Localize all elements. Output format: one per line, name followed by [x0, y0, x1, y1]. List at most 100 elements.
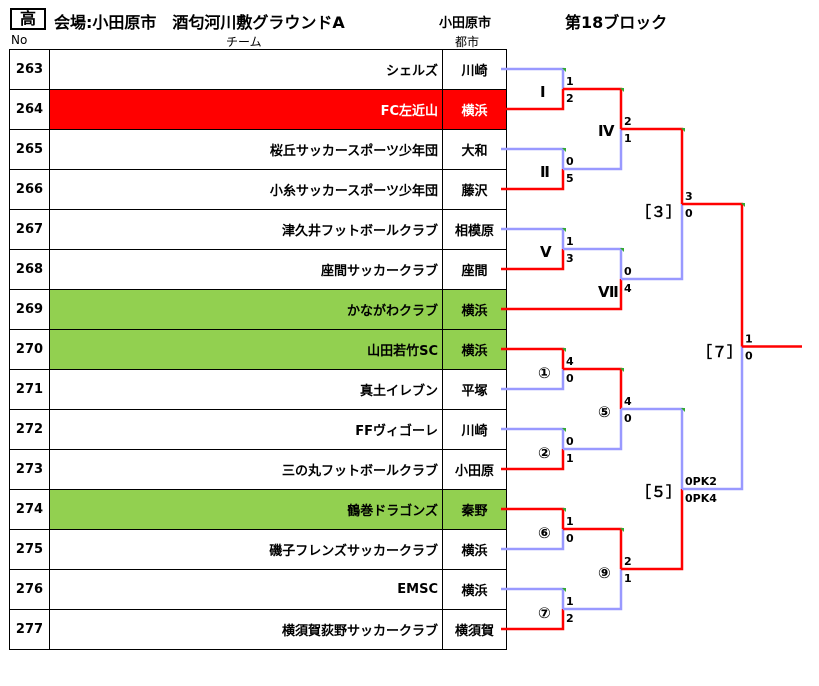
team-number: 276 — [9, 569, 50, 610]
corner-mark — [741, 203, 745, 207]
score-bottom: 0 — [745, 350, 753, 363]
score-top: 0PK2 — [685, 475, 717, 488]
bracket-line-bottom — [501, 169, 565, 191]
score-top: 1 — [566, 595, 574, 608]
bracket-line-top — [501, 587, 565, 609]
match-label: Ⅰ — [540, 83, 546, 101]
corner-mark — [562, 428, 566, 432]
team-name: かながわクラブ — [49, 289, 443, 330]
bracket-line-bottom — [501, 89, 565, 111]
corner-mark — [620, 88, 624, 92]
team-name: 真土イレブン — [49, 369, 443, 410]
score-bottom: 2 — [566, 92, 574, 105]
team-name: 桜丘サッカースポーツ少年団 — [49, 129, 443, 170]
team-city: 横浜 — [442, 569, 507, 610]
team-city: 横浜 — [442, 529, 507, 570]
score-bottom: 2 — [566, 612, 574, 625]
bracket-line-top — [682, 202, 744, 347]
score-top: 4 — [566, 355, 574, 368]
bracket-line-bottom — [501, 249, 565, 271]
team-name: シェルズ — [49, 49, 443, 90]
corner-mark — [620, 368, 624, 372]
corner-mark — [562, 148, 566, 152]
team-name: 横須賀荻野サッカークラブ — [49, 609, 443, 650]
match-label: Ⅳ — [598, 122, 615, 140]
score-bottom: 5 — [566, 172, 574, 185]
score-top: 1 — [566, 75, 574, 88]
score-bottom: 4 — [624, 282, 632, 295]
match-label: ⑥ — [538, 524, 551, 542]
match-label: Ⅶ — [598, 283, 619, 301]
bracket-line-bottom — [682, 346, 744, 491]
corner-mark — [681, 128, 685, 132]
bracket-line-bottom — [501, 449, 565, 471]
score-top: 1 — [745, 333, 753, 346]
team-city: 座間 — [442, 249, 507, 290]
match-label: Ⅴ — [540, 243, 552, 261]
corner-mark — [620, 528, 624, 532]
bracket-line-top — [501, 67, 565, 89]
score-top: 0 — [566, 435, 574, 448]
team-city: 大和 — [442, 129, 507, 170]
score-bottom: 1 — [624, 572, 632, 585]
score-top: 0 — [624, 265, 632, 278]
score-bottom: 0PK4 — [685, 492, 717, 505]
match-label: ⑤ — [598, 403, 611, 421]
team-name: 鶴巻ドラゴンズ — [49, 489, 443, 530]
team-city: 川崎 — [442, 49, 507, 90]
score-top: 3 — [685, 190, 693, 203]
team-city: 横須賀 — [442, 609, 507, 650]
score-bottom: 0 — [566, 532, 574, 545]
bracket-line-bottom — [563, 129, 623, 171]
team-name: 山田若竹SC — [49, 329, 443, 370]
match-label: ［７］ — [697, 343, 742, 361]
match-label: ② — [538, 444, 551, 462]
team-number: 274 — [9, 489, 50, 530]
match-label: ⑨ — [598, 564, 611, 582]
bracket-line-bottom — [501, 609, 565, 631]
score-top: 2 — [624, 555, 632, 568]
bracket-line-bottom — [501, 529, 565, 551]
score-top: 1 — [566, 235, 574, 248]
bracket-line-top — [501, 227, 565, 249]
score-top: 4 — [624, 395, 632, 408]
bracket-line-bottom — [621, 489, 684, 571]
team-number: 273 — [9, 449, 50, 490]
team-number: 272 — [9, 409, 50, 450]
team-number: 265 — [9, 129, 50, 170]
corner-mark — [562, 588, 566, 592]
team-number: 266 — [9, 169, 50, 210]
corner-mark — [681, 408, 685, 412]
match-label: ⑦ — [538, 604, 551, 622]
match-label: ［３］ — [636, 203, 681, 221]
team-city: 横浜 — [442, 329, 507, 370]
bracket-line-bottom — [563, 279, 623, 311]
corner-mark — [562, 228, 566, 232]
team-city: 相模原 — [442, 209, 507, 250]
team-city: 横浜 — [442, 289, 507, 330]
corner-mark — [562, 348, 566, 352]
score-bottom: 1 — [624, 132, 632, 145]
team-name: 三の丸フットボールクラブ — [49, 449, 443, 490]
corner-mark — [562, 508, 566, 512]
corner-mark — [562, 68, 566, 72]
team-city: 藤沢 — [442, 169, 507, 210]
score-top: 1 — [566, 515, 574, 528]
bracket-line-bottom — [501, 369, 565, 391]
score-bottom: 0 — [566, 372, 574, 385]
match-label: ① — [538, 364, 551, 382]
bracket-line-bottom — [563, 569, 623, 611]
team-number: 277 — [9, 609, 50, 650]
column-header-no: No — [11, 33, 28, 47]
score-top: 2 — [624, 115, 632, 128]
bracket-line-top — [501, 147, 565, 169]
team-name: FFヴィゴーレ — [49, 409, 443, 450]
